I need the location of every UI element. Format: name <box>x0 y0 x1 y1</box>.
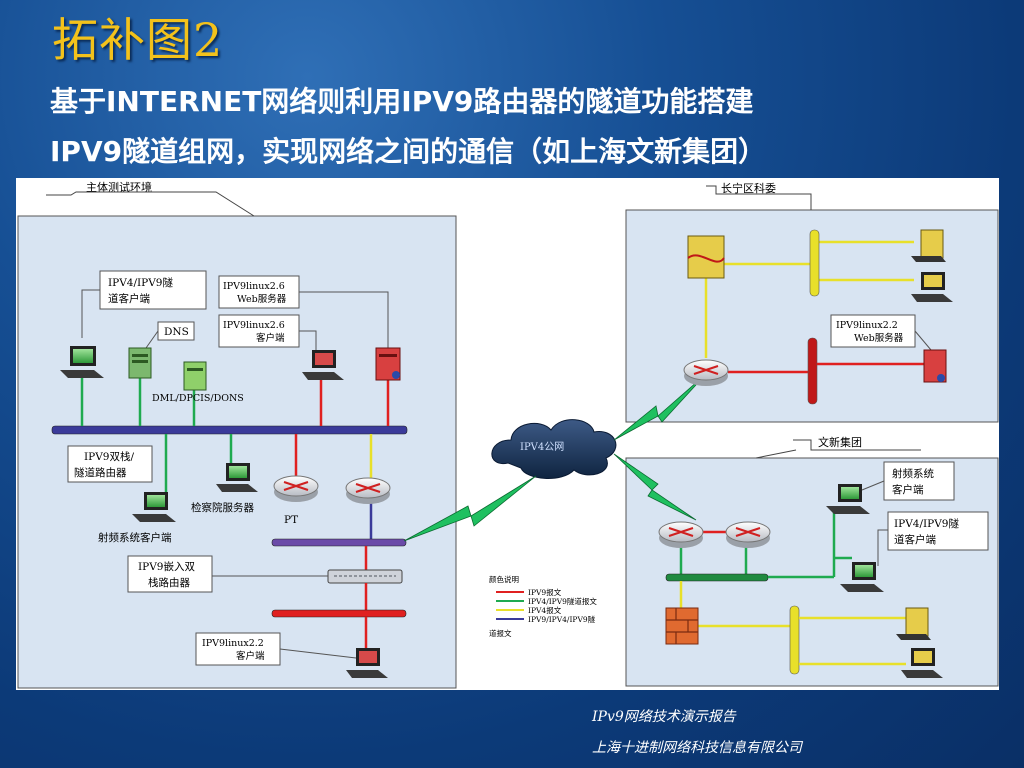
pc-wenxin-yellow <box>901 648 943 678</box>
slide-subtitle-line2: IPV9隧道组网，实现网络之间的通信（如上海文新集团） <box>50 135 767 168</box>
pc-rf-client <box>132 492 176 522</box>
label-linux-web: IPV9linux2.6 <box>223 281 285 292</box>
svg-text:道客户端: 道客户端 <box>108 292 150 305</box>
label-embedded-router: IPV9嵌入双 <box>138 561 195 573</box>
firewall-wenxin <box>665 607 699 645</box>
label-linux-client: IPV9linux2.6 <box>223 320 285 331</box>
label-dml: DML/DPCIS/DONS <box>152 393 244 404</box>
router-wenxin-2 <box>725 521 771 548</box>
router-dual-stack <box>345 477 391 504</box>
label-dual-router: IPV9双栈/ <box>84 450 134 463</box>
svg-text:道报文: 道报文 <box>489 628 512 638</box>
main-env-label: 主体测试环境 <box>86 180 152 194</box>
pc-linux-client <box>302 350 344 380</box>
link-main-to-cloud <box>403 475 537 542</box>
label-rf-client: 射频系统客户端 <box>98 531 172 544</box>
changning-label: 长宁区科委 <box>721 181 776 195</box>
slide-subtitle-line1: 基于INTERNET网络则利用IPV9路由器的隧道功能搭建 <box>50 85 754 118</box>
svg-text:客户端: 客户端 <box>256 332 285 344</box>
label-ipv4-ipv9-client: IPV4/IPV9隧 <box>108 276 173 289</box>
footer-report-title: IPv9网络技术演示报告 <box>592 709 736 725</box>
svg-text:IPV4报文: IPV4报文 <box>528 605 562 615</box>
pc-wenxin-tunnel <box>840 562 884 592</box>
svg-text:Web服务器: Web服务器 <box>237 293 287 305</box>
svg-text:隧道路由器: 隧道路由器 <box>74 466 127 479</box>
server-linux-web <box>375 347 401 381</box>
server-dml <box>183 361 207 391</box>
label-pt: PT <box>284 514 298 526</box>
label-wenxin-rf: 射频系统 <box>892 467 934 480</box>
svg-text:栈路由器: 栈路由器 <box>148 576 190 589</box>
svg-text:客户端: 客户端 <box>892 483 924 496</box>
topology-diagram: 主体测试环境 长宁区科委 文新集团 IPV4/IPV9隧 道客户端 <box>16 178 999 690</box>
router-wenxin-1 <box>658 521 704 548</box>
pc-changning <box>911 272 953 302</box>
footer-company: 上海十进制网络科技信息有限公司 <box>592 740 802 756</box>
pc-procuratorate <box>216 463 258 492</box>
svg-text:IPV9报文: IPV9报文 <box>528 587 562 597</box>
svg-text:IPV4/IPV9隧道报文: IPV4/IPV9隧道报文 <box>528 596 597 606</box>
svg-text:客户端: 客户端 <box>236 650 265 662</box>
server-changning-web <box>923 349 947 383</box>
link-cloud-to-wenxin <box>613 453 697 521</box>
server-dns <box>128 347 152 379</box>
label-changning-web: IPV9linux2.2 <box>836 320 898 331</box>
server-wenxin-1 <box>896 607 931 640</box>
server-changning-1 <box>911 229 946 262</box>
label-procuratorate: 检察院服务器 <box>191 501 254 514</box>
cloud-label: IPV4公网 <box>520 441 564 453</box>
pc-ipv4-ipv9-client <box>60 346 104 378</box>
server-changning-tunnel <box>687 235 725 279</box>
pc-linux22-client <box>346 648 388 678</box>
slide-title: 拓补图2 <box>52 13 224 67</box>
color-legend: 颜色说明 IPV9报文 IPV4/IPV9隧道报文 IPV4报文 IPV9/IP… <box>489 574 597 638</box>
svg-text:Web服务器: Web服务器 <box>854 332 904 344</box>
svg-text:颜色说明: 颜色说明 <box>489 574 519 584</box>
wenxin-label: 文新集团 <box>818 435 862 449</box>
svg-text:IPV9/IPV4/IPV9隧: IPV9/IPV4/IPV9隧 <box>528 614 596 624</box>
label-dns: DNS <box>164 326 189 338</box>
pc-wenxin-rf <box>826 484 870 514</box>
router-changning <box>683 359 729 386</box>
ipv4-public-network-cloud: IPV4公网 <box>491 419 617 479</box>
label-linux22-client: IPV9linux2.2 <box>202 638 264 649</box>
label-wenxin-tunnel: IPV4/IPV9隧 <box>894 517 959 530</box>
svg-text:道客户端: 道客户端 <box>894 533 936 546</box>
router-pt <box>273 475 319 502</box>
